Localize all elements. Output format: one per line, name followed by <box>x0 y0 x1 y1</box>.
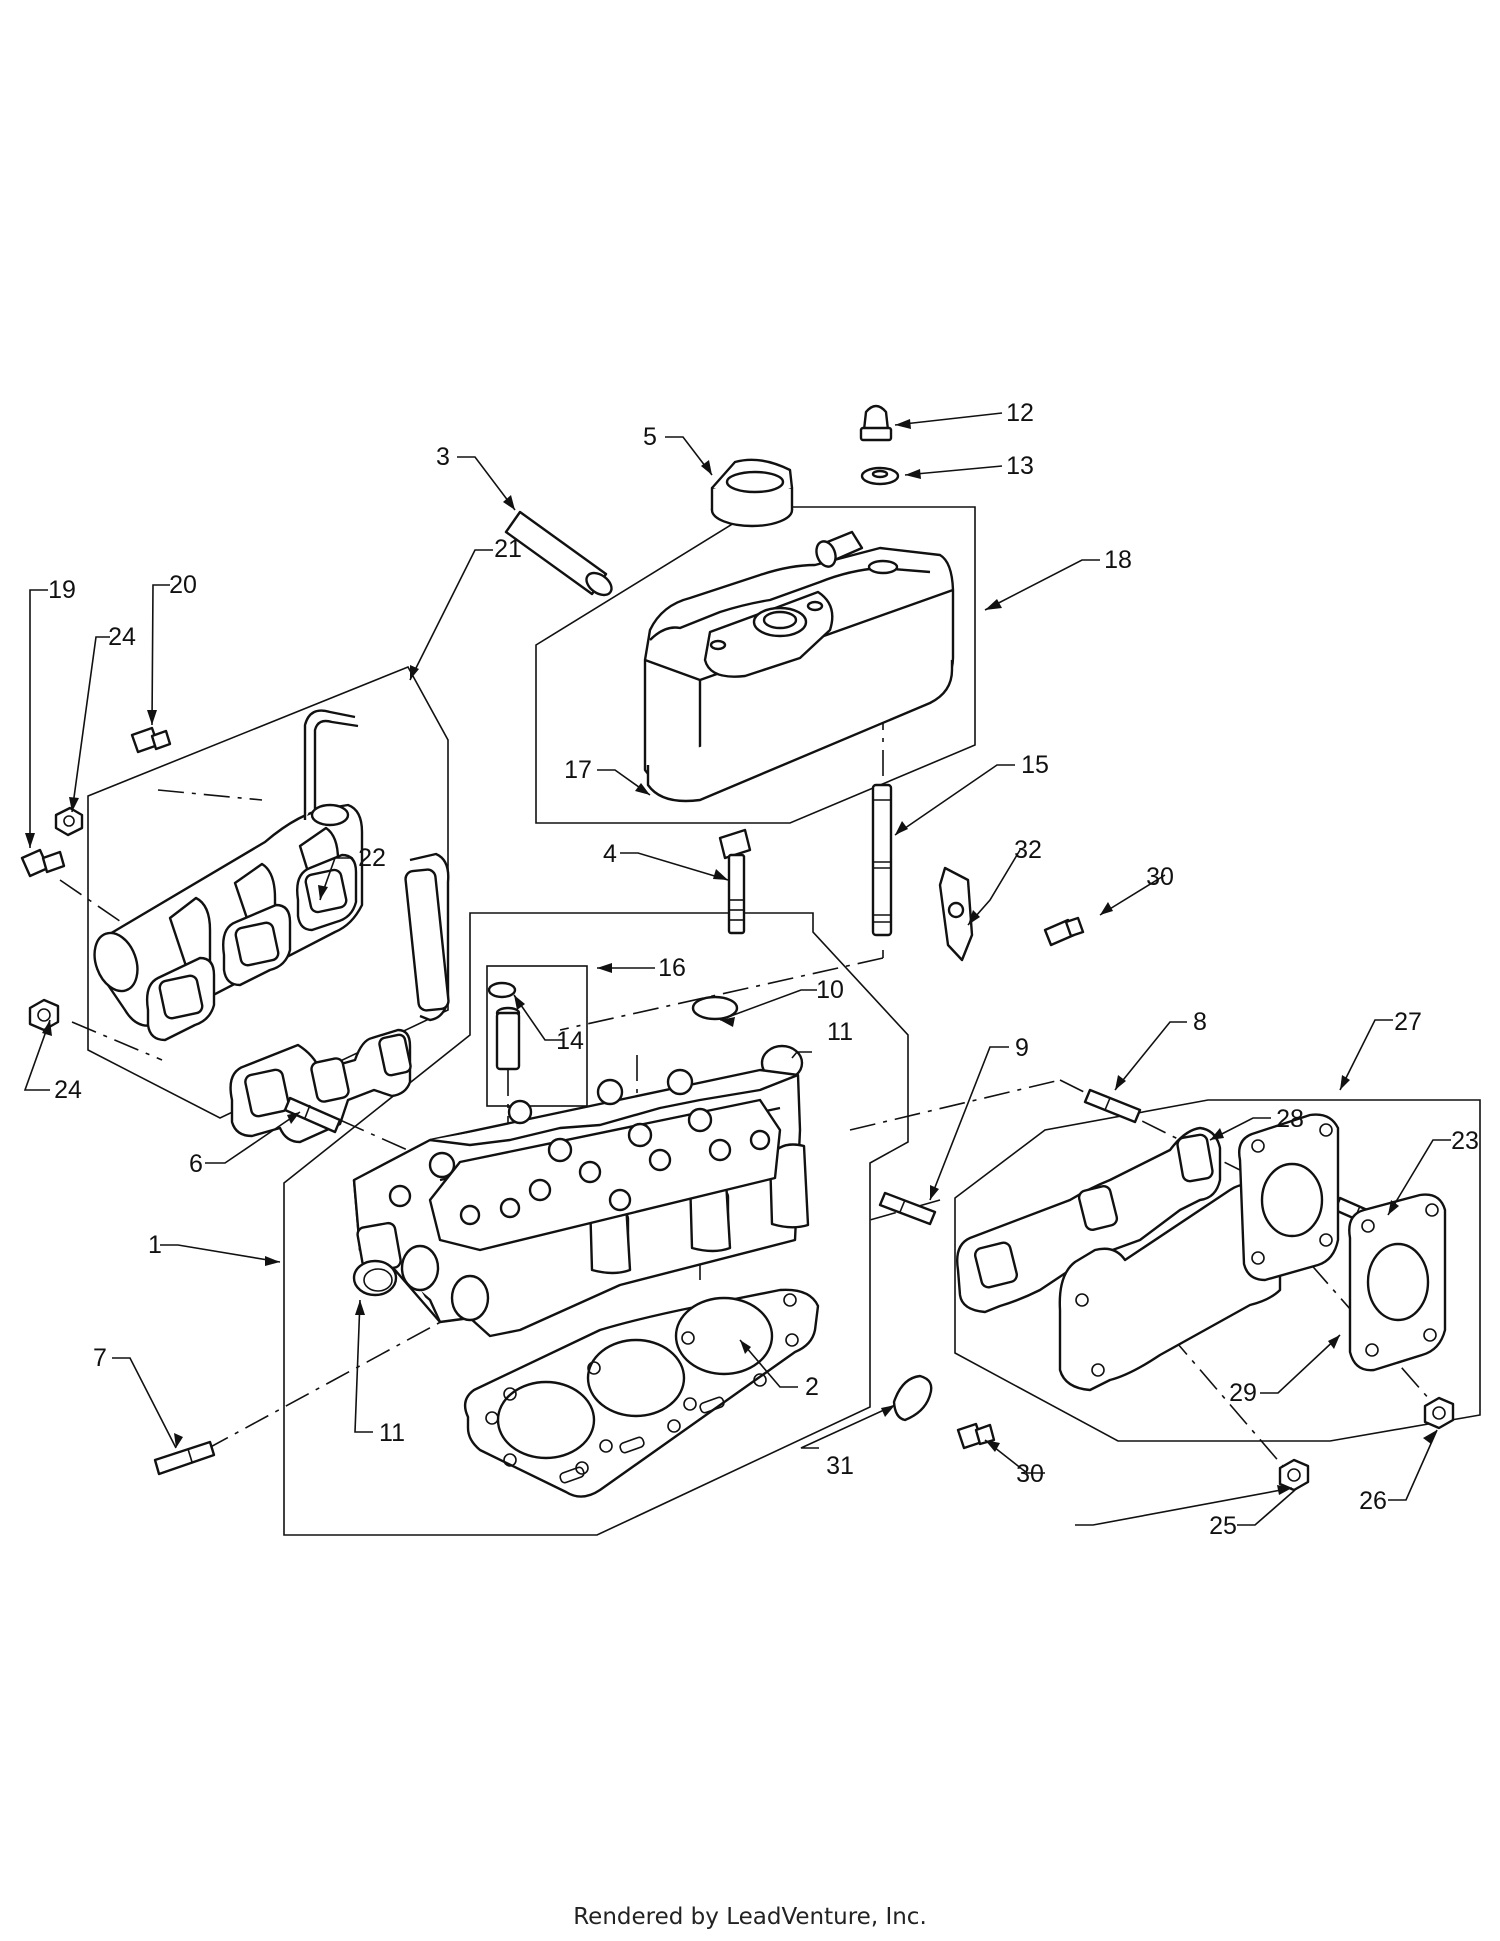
callout-26: 26 <box>1359 1487 1387 1515</box>
small-bolt-lower <box>956 1422 996 1450</box>
expansion-plug-lower <box>352 1259 398 1297</box>
callout-10: 10 <box>816 976 844 1004</box>
cover-stud <box>871 783 893 937</box>
callout-17: 17 <box>564 756 592 784</box>
callout-22: 22 <box>358 844 386 872</box>
callout-15: 15 <box>1021 751 1049 779</box>
callout-8: 8 <box>1193 1008 1207 1036</box>
manifold-bolt <box>20 848 66 878</box>
nut-26 <box>1423 1396 1455 1430</box>
callout-9: 9 <box>1015 1034 1029 1062</box>
callout-13: 13 <box>1006 452 1034 480</box>
hose-clamp <box>892 1374 933 1422</box>
callout-2: 2 <box>805 1373 819 1401</box>
exhaust-manifold-group-outline <box>954 1099 1481 1442</box>
stud-6 <box>283 1096 342 1134</box>
stud-9 <box>878 1191 937 1226</box>
intake-manifold-group-outline <box>87 665 449 1119</box>
cylinder-head-group-outline <box>283 912 909 1536</box>
callout-19: 19 <box>48 576 76 604</box>
head-gasket <box>463 1288 820 1498</box>
callout-6: 6 <box>189 1150 203 1178</box>
callout-24-upper: 24 <box>108 623 136 651</box>
callout-11-upper: 11 <box>827 1018 853 1046</box>
cylinder-head <box>352 1068 810 1338</box>
manifold-nut-lower <box>28 998 60 1032</box>
cap-nut <box>859 404 893 442</box>
nut-25 <box>1278 1458 1310 1492</box>
callout-18: 18 <box>1104 546 1132 574</box>
callout-24-lower: 24 <box>54 1076 82 1104</box>
callout-7: 7 <box>93 1344 107 1372</box>
callout-29: 29 <box>1229 1379 1257 1407</box>
callout-16: 16 <box>658 954 686 982</box>
callout-3: 3 <box>436 443 450 471</box>
exhaust-gasket <box>956 1126 1222 1314</box>
valve-guide <box>495 1006 521 1071</box>
footer-credit: Rendered by LeadVenture, Inc. <box>573 1904 927 1930</box>
arrowheads <box>25 419 1437 1495</box>
callout-30-upper: 30 <box>1016 1460 1044 1488</box>
callout-5: 5 <box>643 423 657 451</box>
breather-hose <box>504 510 613 597</box>
callout-1: 1 <box>148 1231 162 1259</box>
callout-21: 21 <box>494 535 522 563</box>
intake-manifold <box>93 709 364 1042</box>
callout-11-lower: 11 <box>379 1419 405 1447</box>
intake-gasket <box>229 852 450 1144</box>
callout-25: 25 <box>1209 1512 1237 1540</box>
flange-gasket <box>1348 1193 1447 1372</box>
stud-7 <box>153 1440 216 1476</box>
callout-31: 31 <box>826 1452 854 1480</box>
small-gasket <box>938 866 974 962</box>
manifold-nut-upper <box>54 806 84 837</box>
callout-28: 28 <box>1276 1105 1304 1133</box>
plug-upper <box>691 995 739 1021</box>
valve-cover-gasket <box>646 660 954 803</box>
callout-27: 27 <box>1394 1008 1422 1036</box>
valve-cover <box>643 530 955 796</box>
manifold-bolt-top <box>130 726 172 754</box>
small-bolt-upper <box>1043 916 1085 947</box>
oil-filler-cap <box>710 458 794 528</box>
callout-4: 4 <box>603 840 617 868</box>
callout-14: 14 <box>556 1027 584 1055</box>
callout-30-lower: 30 <box>1146 863 1174 891</box>
valve-guide-group-outline <box>486 965 588 1107</box>
seal-washer <box>860 466 900 486</box>
callout-12: 12 <box>1006 399 1034 427</box>
head-bolt <box>718 828 752 935</box>
callout-20: 20 <box>169 571 197 599</box>
stud-8 <box>1083 1088 1142 1124</box>
callout-23: 23 <box>1451 1127 1479 1155</box>
callout-32: 32 <box>1014 836 1042 864</box>
retaining-clip <box>487 981 517 999</box>
exhaust-manifold <box>1058 1113 1340 1392</box>
callout-labels: 1 2 3 4 5 6 7 8 9 10 11 11 12 13 14 15 1… <box>48 399 1479 1540</box>
